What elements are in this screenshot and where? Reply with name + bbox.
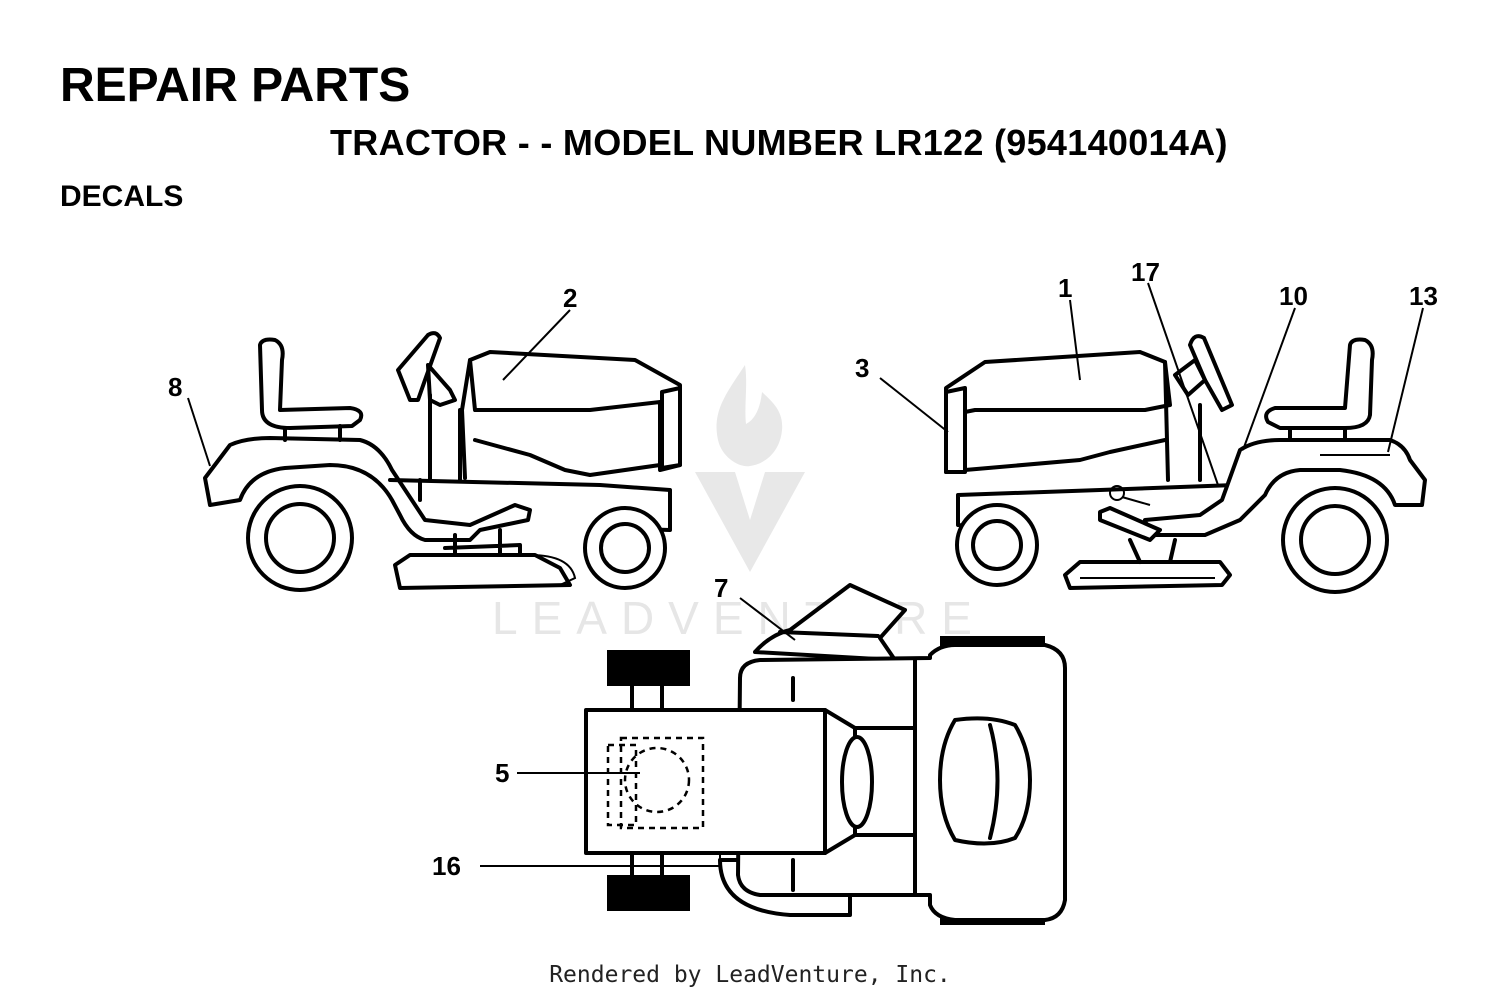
decal-5-outline — [619, 736, 705, 830]
callout-5: 5 — [495, 758, 509, 788]
tractor-top-view — [584, 583, 1067, 925]
callout-numbers: 2 8 3 1 17 10 13 7 5 16 — [168, 257, 1438, 881]
callout-7: 7 — [714, 573, 728, 603]
callout-3: 3 — [855, 353, 869, 383]
tractor-left-side-view — [203, 331, 682, 592]
flame-watermark-icon — [716, 365, 783, 467]
footer-credit: Rendered by LeadVenture, Inc. — [549, 962, 951, 988]
front-tire-bottom — [607, 875, 690, 911]
front-tire-top — [607, 650, 690, 686]
page-title: REPAIR PARTS — [60, 59, 411, 112]
callout-2: 2 — [563, 283, 577, 313]
leader-2 — [502, 309, 571, 381]
v-watermark-icon — [695, 472, 805, 572]
watermark-text: LEADVENTURE — [492, 592, 986, 644]
callout-16: 16 — [432, 851, 461, 881]
callout-8: 8 — [168, 372, 182, 402]
leader-1 — [1069, 299, 1081, 381]
leader-13 — [1387, 307, 1424, 453]
section-heading: DECALS — [60, 180, 184, 213]
model-subtitle: TRACTOR - - MODEL NUMBER LR122 (95414001… — [330, 122, 1228, 163]
leader-17 — [1147, 282, 1219, 486]
callout-17: 17 — [1131, 257, 1160, 287]
leader-lines — [187, 282, 1424, 867]
callout-1: 1 — [1058, 273, 1072, 303]
callout-10: 10 — [1279, 281, 1308, 311]
tractor-right-side-view — [944, 334, 1427, 594]
leader-8 — [187, 397, 211, 467]
callout-13: 13 — [1409, 281, 1438, 311]
leader-16 — [480, 855, 721, 867]
leader-3 — [879, 377, 949, 433]
leader-10 — [1242, 307, 1296, 451]
leader-7 — [739, 597, 796, 641]
